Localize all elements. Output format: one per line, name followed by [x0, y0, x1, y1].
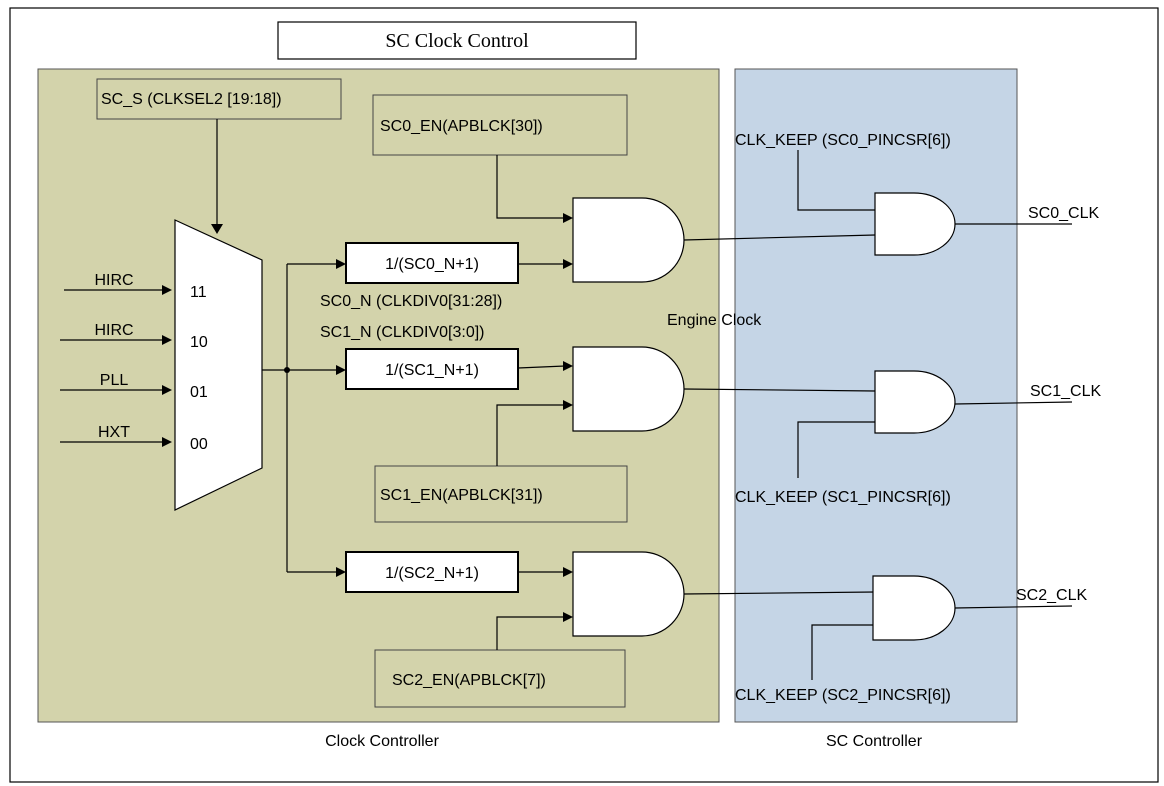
mux-input-3-code: 00: [190, 436, 208, 453]
keep-label-sc2: CLK_KEEP (SC2_PINCSR[6]): [735, 687, 951, 704]
enable-label-sc0: SC0_EN(APBLCK[30]): [380, 118, 543, 135]
output-sc0: SC0_CLK: [1028, 205, 1099, 222]
keep-label-sc0: CLK_KEEP (SC0_PINCSR[6]): [735, 132, 951, 149]
enable-label-sc1: SC1_EN(APBLCK[31]): [380, 487, 543, 504]
divider-sc0-note: SC0_N (CLKDIV0[31:28]): [320, 293, 502, 310]
keep-label-sc1: CLK_KEEP (SC1_PINCSR[6]): [735, 489, 951, 506]
clock-controller-caption: Clock Controller: [325, 733, 439, 750]
and-gate-keep-sc2: [872, 575, 956, 641]
divider-sc1: [345, 348, 519, 390]
engine-clock-label: Engine Clock: [667, 312, 762, 329]
sc-controller-caption: SC Controller: [826, 733, 923, 750]
mux-input-2-source: PLL: [100, 372, 129, 389]
divider-sc1-label: 1/(SC1_N+1): [385, 362, 479, 379]
mux-input-2-code: 01: [190, 384, 208, 401]
and-gate-keep-sc1: [874, 370, 956, 434]
mux-input-0-source: HIRC: [94, 272, 133, 289]
and-gate-sc0: [572, 197, 685, 283]
mux-input-0-code: 11: [190, 284, 207, 301]
output-sc1: SC1_CLK: [1030, 383, 1101, 400]
divider-sc0: [345, 242, 519, 284]
output-sc2: SC2_CLK: [1016, 587, 1087, 604]
and-gate-sc1: [572, 346, 685, 432]
mux-select-label: SC_S (CLKSEL2 [19:18]): [101, 91, 282, 108]
enable-box-sc0: [372, 94, 628, 156]
title-box: [277, 21, 637, 60]
enable-label-sc2: SC2_EN(APBLCK[7]): [392, 672, 546, 689]
divider-sc0-label: 1/(SC0_N+1): [385, 256, 479, 273]
mux-input-3-source: HXT: [98, 424, 130, 441]
diagram-title: SC Clock Control: [385, 30, 529, 52]
mux-input-1-code: 10: [190, 334, 208, 351]
mux-input-1-source: HIRC: [94, 322, 133, 339]
divider-sc1-note: SC1_N (CLKDIV0[3:0]): [320, 324, 485, 341]
enable-box-sc1: [374, 465, 628, 523]
and-gate-keep-sc0: [874, 192, 956, 256]
and-gate-sc2: [572, 551, 685, 637]
divider-sc2-label: 1/(SC2_N+1): [385, 565, 479, 582]
enable-box-sc2: [374, 649, 626, 708]
mux-select-box: [96, 78, 342, 120]
clock-mux: [174, 219, 263, 511]
